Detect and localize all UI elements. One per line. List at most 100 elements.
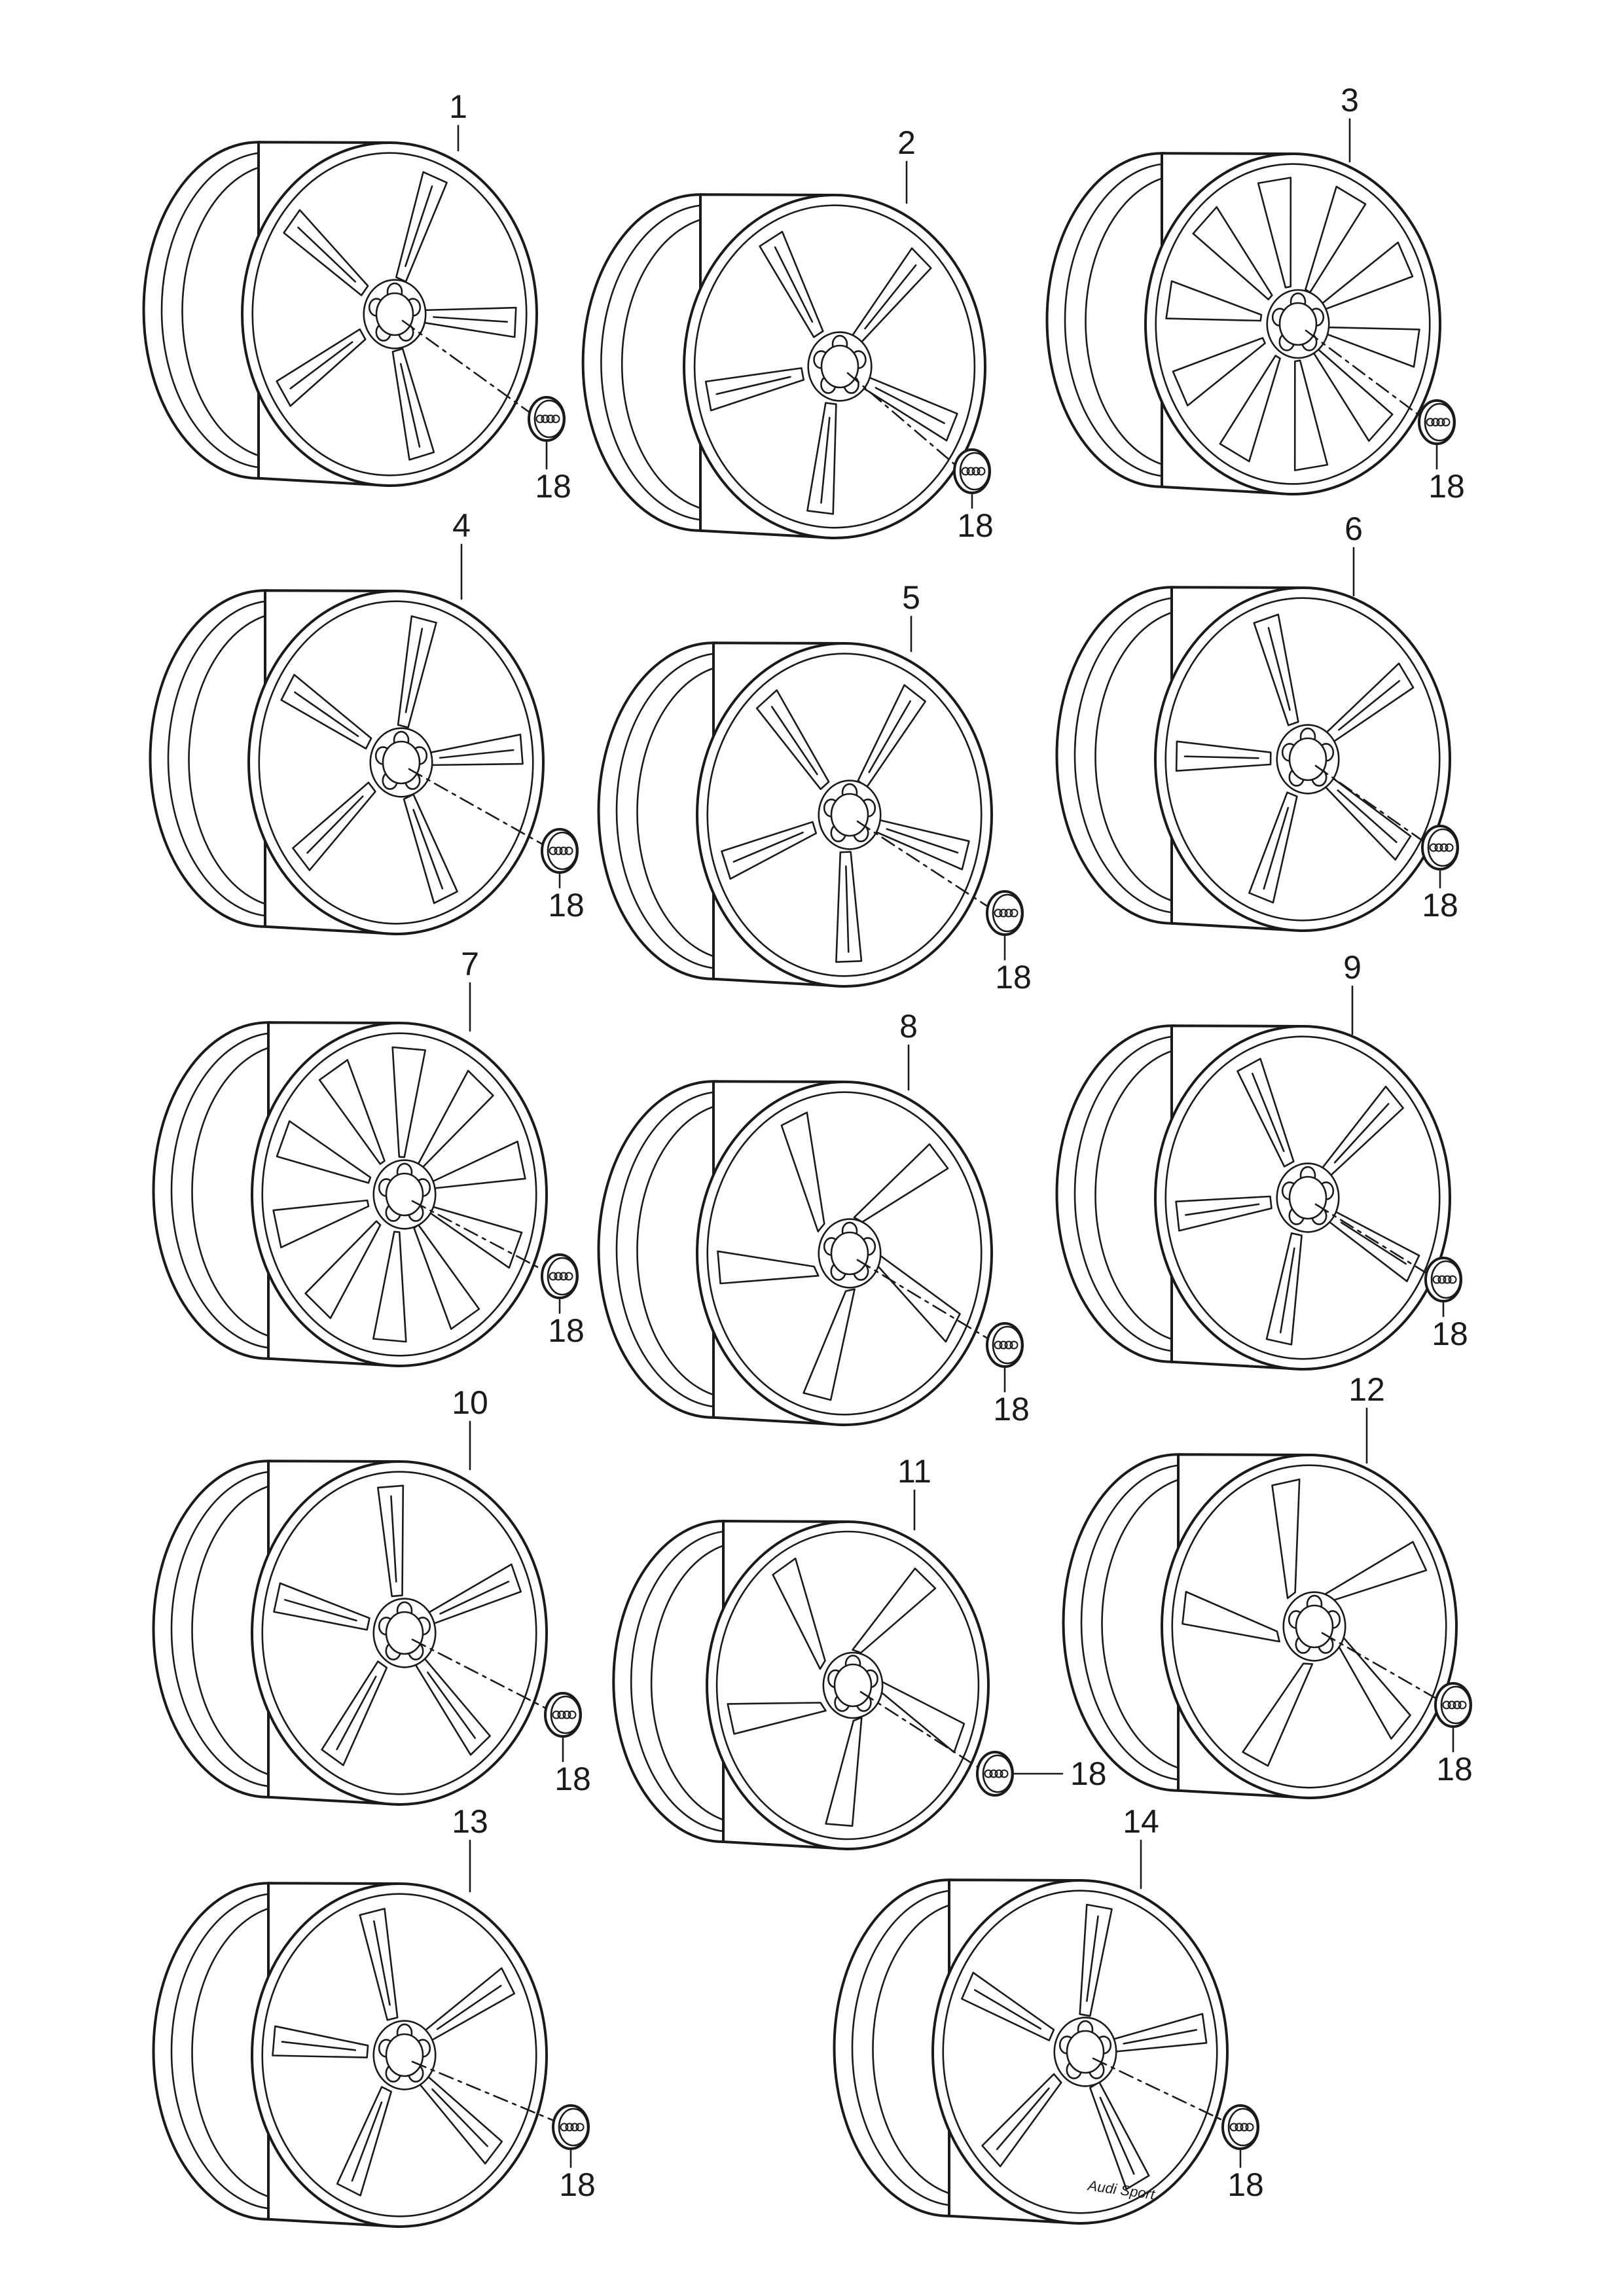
four-rings-icon bbox=[549, 1272, 573, 1281]
cap-part-number: 18 bbox=[1432, 1316, 1468, 1352]
wheel-part-number: 9 bbox=[1343, 949, 1362, 986]
wheel-face bbox=[241, 141, 538, 487]
wheel-spoke bbox=[803, 1288, 856, 1401]
assembly-axis bbox=[859, 1691, 979, 1768]
wheel-spoke bbox=[377, 1484, 405, 1598]
cap-part-number: 18 bbox=[1227, 2166, 1264, 2203]
wheel-face bbox=[696, 642, 993, 988]
spoke-groove bbox=[431, 2088, 488, 2147]
wheel-part-number: 14 bbox=[1123, 1803, 1159, 1840]
wheel-face bbox=[1161, 1454, 1458, 1799]
spoke-groove bbox=[1263, 806, 1290, 890]
assembly-axis bbox=[401, 319, 531, 414]
centre-bore bbox=[830, 1231, 869, 1276]
assembly-axis bbox=[846, 372, 956, 466]
wheel-spoke bbox=[1257, 177, 1292, 289]
four-rings-icon bbox=[1442, 1700, 1467, 1710]
wheel-9: 9 18 bbox=[1055, 949, 1468, 1371]
assembly-axis bbox=[408, 768, 544, 846]
spoke-groove bbox=[297, 226, 356, 283]
cap-part-number: 18 bbox=[993, 1391, 1030, 1427]
centre-bore bbox=[820, 344, 859, 389]
wheel-12: 12 18 bbox=[1062, 1371, 1473, 1799]
wheel-spoke bbox=[304, 1220, 382, 1319]
wheel-part-number: 5 bbox=[902, 579, 920, 616]
spoke-groove bbox=[1183, 755, 1259, 759]
cap-part-number: 18 bbox=[535, 468, 571, 505]
centre-cap bbox=[528, 396, 566, 442]
spoke-groove bbox=[1279, 1247, 1295, 1334]
wheel-spoke bbox=[1192, 206, 1273, 300]
spoke-groove bbox=[1123, 2029, 1197, 2045]
spoke-groove bbox=[996, 2087, 1050, 2151]
cap-part-number: 18 bbox=[1422, 887, 1458, 924]
spoke-groove bbox=[439, 1581, 510, 1615]
centre-bore bbox=[385, 1611, 424, 1655]
cap-part-number: 18 bbox=[1436, 1751, 1473, 1787]
wheel-part-number: 12 bbox=[1348, 1371, 1385, 1408]
assembly-axis bbox=[1092, 2057, 1225, 2122]
spoke-groove bbox=[294, 691, 359, 738]
spoke-groove bbox=[770, 706, 818, 776]
wheel-2: 218 bbox=[581, 124, 994, 544]
assembly-axis bbox=[1305, 329, 1421, 417]
wheel-part-number: 10 bbox=[452, 1384, 488, 1421]
wheel-part-number: 11 bbox=[897, 1453, 931, 1490]
wheel-spoke bbox=[852, 1568, 937, 1654]
spoke-groove bbox=[1333, 1103, 1390, 1164]
spoke-groove bbox=[715, 376, 791, 395]
centre-cap bbox=[1421, 825, 1459, 870]
wheel-5: 5 18 bbox=[597, 579, 1032, 996]
spoke-groove bbox=[439, 749, 514, 759]
assembly-axis bbox=[1314, 764, 1424, 842]
centre-cap bbox=[544, 1692, 582, 1738]
spoke-groove bbox=[289, 341, 353, 389]
four-rings-icon bbox=[560, 2123, 585, 2132]
centre-bore bbox=[1066, 2030, 1105, 2074]
wheel-spoke bbox=[1175, 740, 1272, 772]
spoke-groove bbox=[1338, 680, 1401, 731]
centre-cap bbox=[1424, 1257, 1462, 1302]
wheel-face bbox=[247, 590, 545, 935]
cap-part-number: 18 bbox=[995, 959, 1032, 996]
spoke-groove bbox=[284, 1599, 357, 1622]
four-rings-icon bbox=[994, 908, 1019, 918]
centre-cap bbox=[976, 1751, 1014, 1797]
spoke-groove bbox=[1337, 789, 1398, 844]
wheel-face: Audi Sport bbox=[931, 1879, 1229, 2225]
wheel-14: Audi Sport 14 18 bbox=[833, 1803, 1264, 2225]
centre-bore bbox=[375, 292, 414, 336]
centre-cap bbox=[552, 2104, 590, 2150]
assembly-axis bbox=[1314, 1203, 1428, 1274]
centre-bore bbox=[382, 740, 421, 785]
spoke-groove bbox=[373, 1920, 391, 2006]
centre-cap bbox=[1434, 1682, 1472, 1728]
spoke-groove bbox=[412, 808, 444, 889]
spoke-groove bbox=[1340, 1221, 1407, 1265]
spoke-groove bbox=[974, 1989, 1042, 2030]
spoke-groove bbox=[433, 316, 509, 323]
wheel-part-number: 7 bbox=[461, 946, 479, 982]
four-rings-icon bbox=[535, 414, 560, 423]
wheel-spoke bbox=[276, 1120, 372, 1184]
centre-cap bbox=[986, 890, 1024, 936]
spoke-groove bbox=[1099, 2096, 1135, 2175]
wheel-spoke bbox=[1165, 280, 1263, 322]
spoke-groove bbox=[399, 363, 421, 448]
wheel-face bbox=[1154, 1025, 1451, 1371]
wheel-part-number: 13 bbox=[452, 1803, 488, 1840]
four-rings-icon bbox=[1432, 1275, 1457, 1284]
spoke-groove bbox=[427, 1671, 477, 1739]
centre-bore bbox=[385, 2033, 424, 2077]
spoke-groove bbox=[774, 246, 814, 323]
wheel-face bbox=[683, 194, 986, 539]
wheel-face bbox=[1154, 586, 1451, 932]
cap-part-number: 18 bbox=[1070, 1755, 1107, 1792]
wheel-spoke bbox=[1293, 359, 1329, 471]
spoke-groove bbox=[405, 185, 433, 268]
wheel-1: 118 bbox=[142, 88, 571, 505]
wheel-face bbox=[1144, 152, 1441, 495]
wheel-face bbox=[696, 1081, 993, 1426]
